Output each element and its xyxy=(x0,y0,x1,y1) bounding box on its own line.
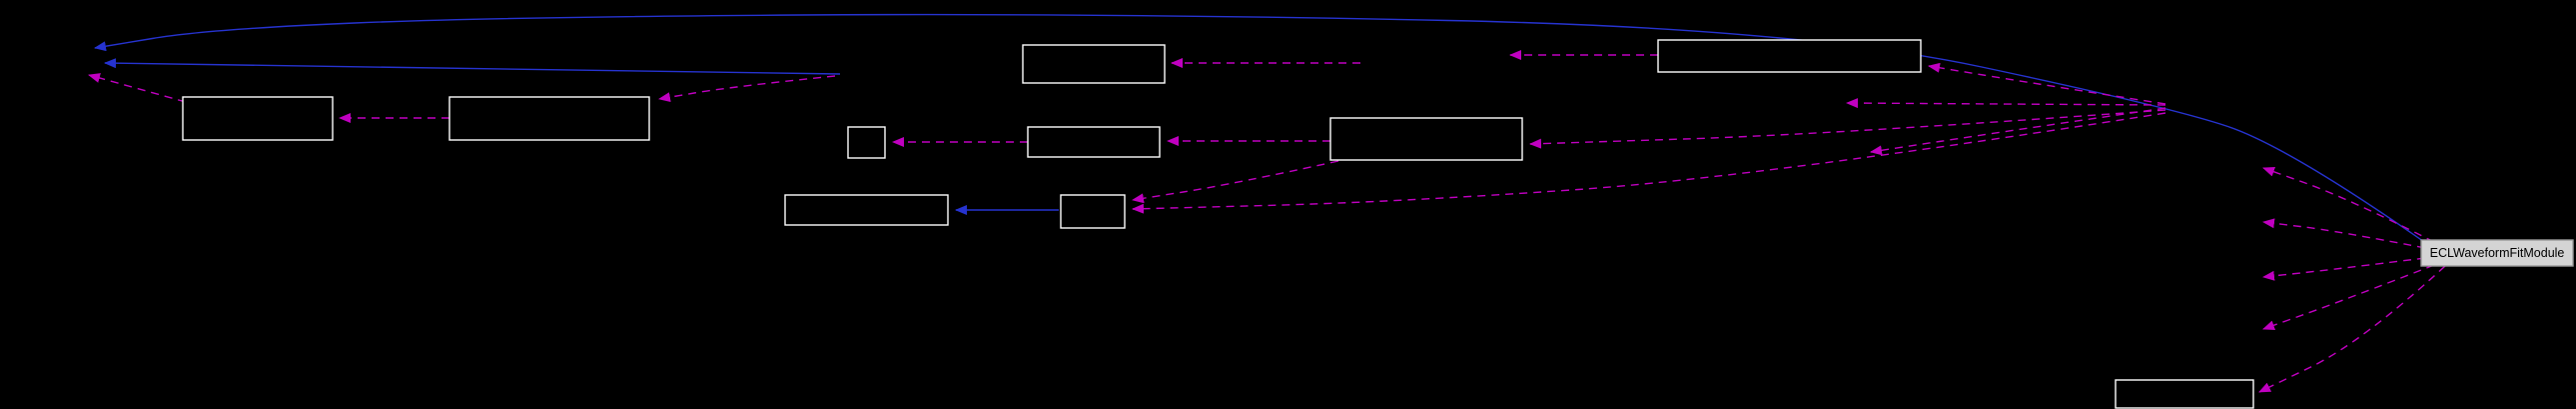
graph-node-box-10[interactable] xyxy=(2115,379,2254,409)
graph-node-box-6[interactable] xyxy=(1027,126,1161,158)
graph-edge-dep-hub-left-a xyxy=(1846,98,2166,109)
node-layer xyxy=(182,39,2574,409)
graph-node-main[interactable] xyxy=(2420,239,2574,267)
graph-edge-dep-box7-to-box9 xyxy=(1132,160,1339,204)
graph-edge-inh-left-line xyxy=(104,58,841,75)
graph-node-box-5[interactable] xyxy=(847,126,886,159)
graph-node-box-1[interactable] xyxy=(182,96,334,141)
graph-edge-dep-hub-to-box4 xyxy=(1928,62,2166,105)
graph-edge-dep-to-box2 xyxy=(658,75,836,103)
graph-edge-dep-main-fan-4 xyxy=(2262,264,2435,331)
graph-edge-dep-hub-to-box7 xyxy=(1529,109,2166,149)
graph-node-box-7[interactable] xyxy=(1329,117,1523,161)
graph-edge-dep-main-fan-3 xyxy=(2262,257,2426,281)
graph-edge-dep-main-fan-1 xyxy=(2262,166,2435,243)
graph-node-box-3[interactable] xyxy=(1022,44,1166,84)
graph-edge-inh-main-to-far-left xyxy=(94,13,2428,245)
graph-node-box-8[interactable] xyxy=(784,194,949,226)
main-node-label[interactable]: ECLWaveformFitModule xyxy=(2429,246,2565,260)
graph-node-box-9[interactable] xyxy=(1060,194,1126,229)
graph-edge-dep-main-fan-2 xyxy=(2262,218,2426,249)
graph-node-box-2[interactable] xyxy=(448,96,650,141)
edge-layer xyxy=(88,13,2446,393)
graph-edge-dep-hub-left-b xyxy=(1870,107,2166,156)
graph-node-box-4[interactable] xyxy=(1657,39,1922,73)
graph-edge-dep-main-to-box10 xyxy=(2258,265,2446,393)
graph-edge-dep-box1-to-left xyxy=(88,73,187,103)
graph-edge-dep-hub-to-box9 xyxy=(1132,112,2166,214)
